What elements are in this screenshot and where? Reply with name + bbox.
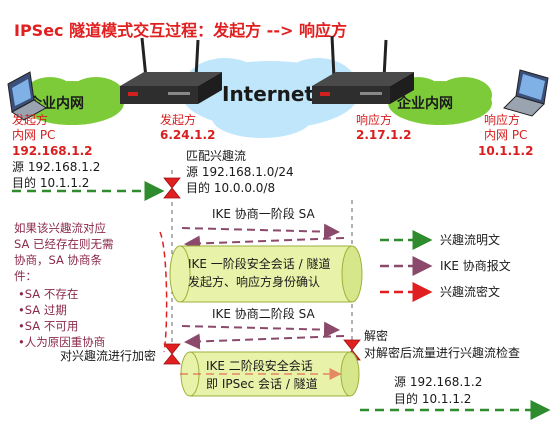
- right-lan-label: 企业内网: [396, 95, 453, 112]
- legend-label: IKE 协商报文: [440, 258, 511, 273]
- left-lan-cloud: [20, 77, 124, 125]
- ike2-arrow-back: [184, 333, 345, 350]
- legend-label: 兴趣流明文: [440, 232, 500, 247]
- initiator-pc-ip: 192.168.1.2: [12, 144, 92, 158]
- sa-note-line2: SA 已经存在则无需: [14, 237, 114, 251]
- ike1-arrow-forward: [181, 223, 340, 240]
- right-laptop-icon: [503, 69, 549, 117]
- responder-pc-ip: 10.1.1.2: [478, 144, 533, 158]
- initiator-pc-line2: 内网 PC: [12, 128, 55, 142]
- decrypt-label: 解密: [364, 328, 388, 343]
- ike1-arrow-back: [184, 235, 345, 252]
- tunnel2-line2: 即 IPSec 会话 / 隧道: [206, 376, 318, 391]
- sa-note-line4: 件：: [14, 269, 37, 283]
- sa-note-line3: 协商，SA 协商条: [14, 253, 103, 267]
- ike-phase1-tunnel: [169, 245, 363, 303]
- match-flow-line1: 匹配兴趣流: [186, 148, 246, 163]
- sa-note-item: •SA 过期: [18, 303, 67, 317]
- encrypt-hourglass-icon: [163, 343, 181, 365]
- sa-note-item: •人为原因重协商: [18, 335, 105, 349]
- sa-note-line1: 如果该兴趣流对应: [14, 221, 106, 235]
- match-hourglass-icon: [163, 177, 181, 199]
- sa-note-item: •SA 不存在: [18, 287, 78, 301]
- encrypt-label: 对兴趣流进行加密: [60, 348, 156, 363]
- legend: 兴趣流明文 IKE 协商报文 兴趣流密文: [380, 230, 511, 302]
- initiator-pc-line1: 发起方: [12, 112, 48, 127]
- ike-phase2-label: IKE 协商二阶段 SA: [212, 306, 315, 321]
- tunnel1-line1: IKE 一阶段安全会话 / 隧道: [188, 256, 330, 271]
- legend-label: 兴趣流密文: [440, 284, 500, 299]
- match-flow-line2: 源 192.168.1.0/24: [186, 165, 294, 179]
- initiator-flow-dst: 目的 10.1.1.2: [12, 175, 89, 190]
- responder-router-icon: [312, 35, 414, 104]
- ike-phase1-label: IKE 协商一阶段 SA: [212, 206, 315, 221]
- decrypt-check-label: 对解密后流量进行兴趣流检查: [364, 345, 520, 360]
- responder-pc-line1: 响应方: [484, 112, 520, 127]
- bottom-flow-dst: 目的 10.1.1.2: [394, 391, 471, 406]
- sa-note-item: •SA 不可用: [18, 319, 78, 333]
- responder-pc-line2: 内网 PC: [484, 128, 527, 142]
- condition-bracket: [159, 231, 168, 353]
- initiator-flow-src: 源 192.168.1.2: [12, 160, 100, 174]
- bottom-flow-src: 源 192.168.1.2: [394, 375, 482, 389]
- diagram-title: IPSec 隧道模式交互过程：发起方 --> 响应方: [14, 21, 347, 40]
- responder-router-ip: 2.17.1.2: [356, 128, 411, 142]
- initiator-router-ip: 6.24.1.2: [160, 128, 215, 142]
- ike2-arrow-forward: [181, 321, 340, 338]
- match-flow-line3: 目的 10.0.0.0/8: [186, 180, 275, 195]
- internet-label: Internet: [222, 82, 314, 106]
- tunnel2-line1: IKE 二阶段安全会话: [206, 358, 313, 373]
- initiator-router-label: 发起方: [160, 112, 196, 127]
- responder-router-label: 响应方: [356, 112, 392, 127]
- tunnel1-line2: 发起方、响应方身份确认: [188, 274, 320, 289]
- left-laptop-icon: [7, 71, 47, 121]
- initiator-router-icon: [120, 37, 222, 104]
